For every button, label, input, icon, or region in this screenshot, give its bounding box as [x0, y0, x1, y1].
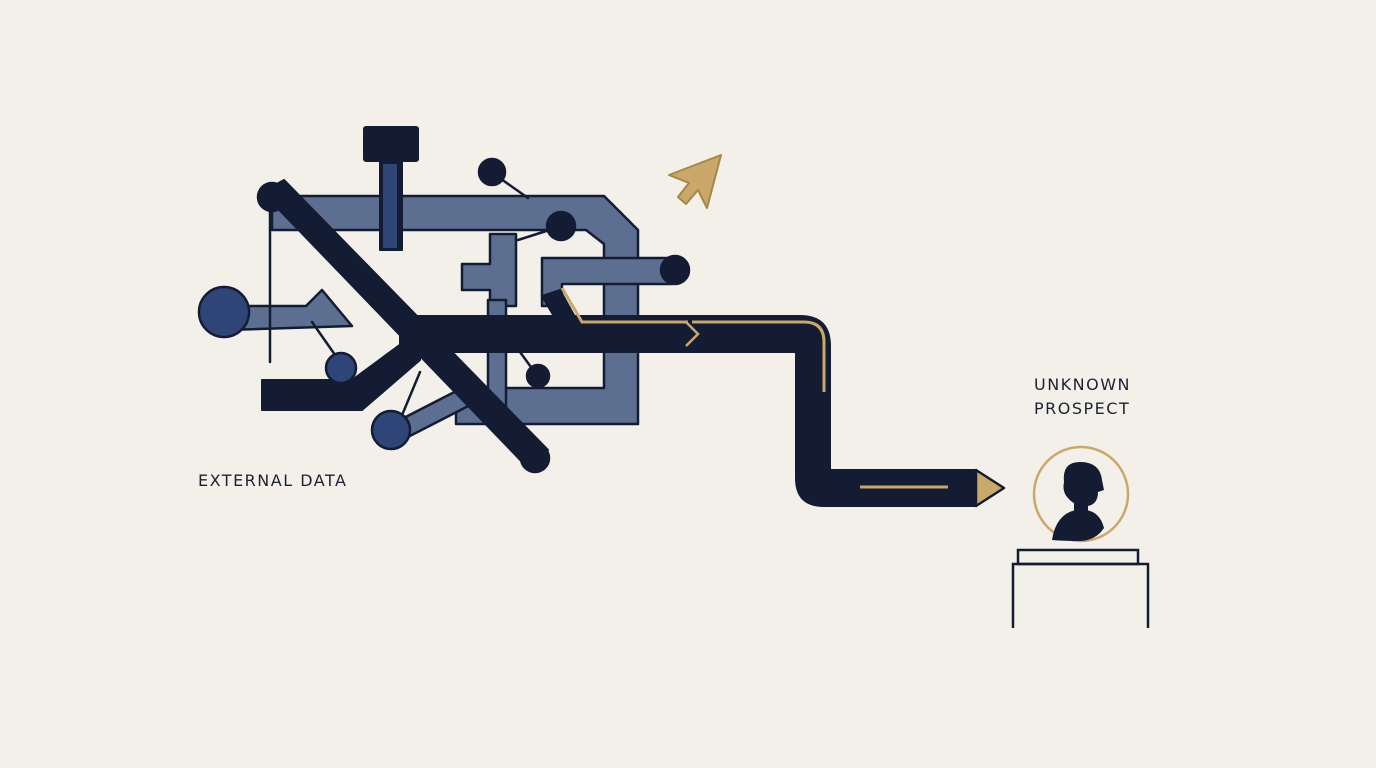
target-label-line1: UNKNOWN: [1034, 375, 1132, 394]
source-label: EXTERNAL DATA: [198, 471, 348, 490]
podium: [1011, 548, 1150, 628]
node-top-left: [256, 181, 288, 213]
network-nodes: [197, 157, 691, 474]
output-pipe-body: [540, 288, 977, 507]
node-bottom-end: [519, 442, 551, 474]
target-label: UNKNOWN PROSPECT: [1034, 373, 1131, 421]
prospect-figure: [1011, 445, 1150, 628]
gold-accent-left: [560, 287, 688, 324]
slate-t-junction: [460, 232, 518, 308]
top-valve-cap: [363, 126, 419, 162]
node-right-stub: [659, 254, 691, 286]
source-node-large: [197, 285, 251, 339]
node-lower-left: [370, 409, 412, 451]
cursor-arrow-icon: [668, 154, 722, 209]
node-link-lower: [398, 370, 422, 422]
output-pipe: [540, 287, 1006, 508]
lower-left-bar: [261, 329, 421, 411]
target-label-line2: PROSPECT: [1034, 399, 1131, 418]
flow-chevron-icon: [685, 321, 700, 347]
podium-top: [1016, 548, 1140, 566]
gold-accent-bend: [692, 320, 826, 392]
node-middle-left: [324, 351, 358, 385]
podium-base: [1011, 562, 1150, 628]
stem-highlight: [383, 164, 397, 248]
blue-highlights: [383, 164, 397, 248]
node-small-bottom: [525, 363, 551, 389]
node-upper-right: [545, 210, 577, 242]
pencil-tip-icon: [974, 468, 1006, 508]
node-top: [477, 157, 507, 187]
person-icon: [1052, 462, 1104, 541]
